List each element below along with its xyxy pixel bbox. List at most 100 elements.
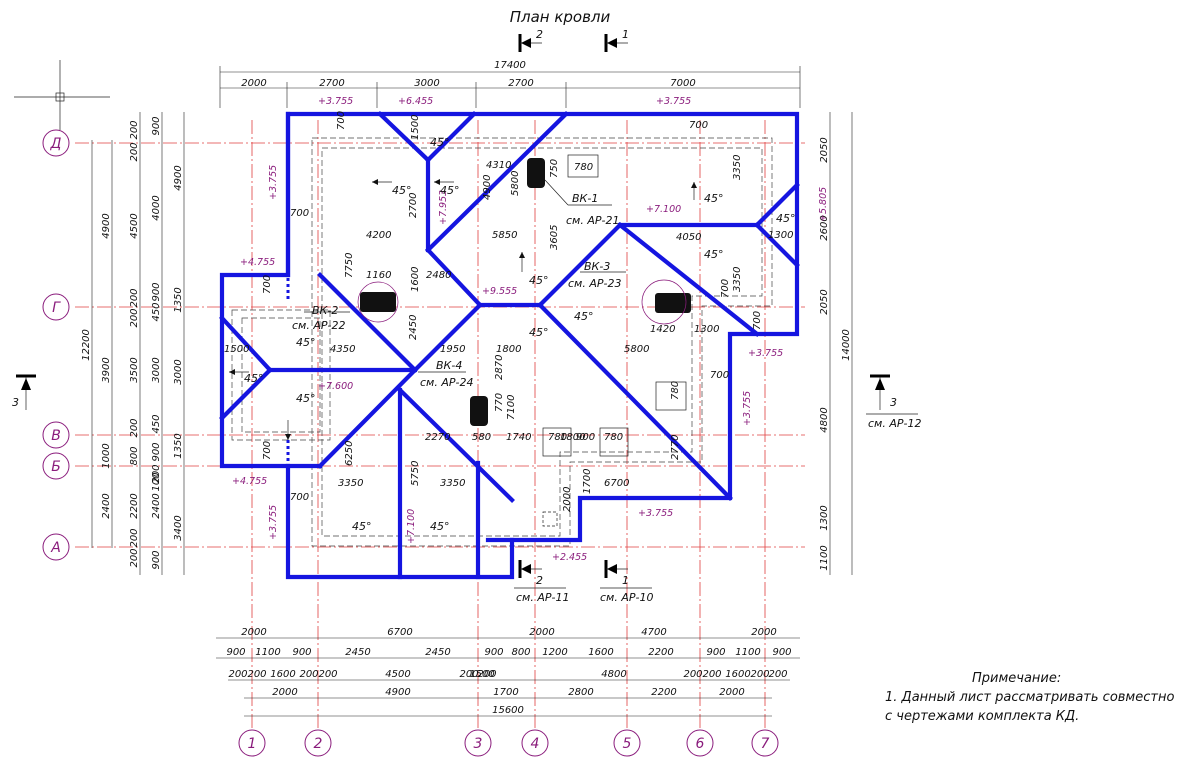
dim-left-c4-3: 3000	[151, 357, 162, 382]
dim-left-c3-5: 450	[151, 302, 162, 321]
dim-b2-9: 1600	[588, 647, 613, 658]
in-dim-31: 2870	[494, 355, 505, 380]
section-3-ref: см. АР-12	[868, 417, 921, 430]
angle-3: 45°	[440, 184, 460, 197]
dims-left: 12200 4900 3900 2400 1000 4500 3500 2200…	[81, 112, 185, 575]
dim-b3-14: 200	[768, 669, 787, 680]
axis-label-2: 2	[314, 736, 323, 752]
angle-2: 45°	[392, 184, 412, 197]
dim-left-c3-3: 200	[129, 288, 140, 307]
angle-7: 45°	[529, 274, 549, 287]
dim-b3-8: 200	[477, 669, 496, 680]
in-dim-3: 700	[689, 120, 708, 131]
in-dim-9: 700	[290, 208, 309, 219]
axis-label-1: 1	[248, 736, 257, 752]
dim-b4-1: 2000	[272, 687, 297, 698]
in-dim-20: 700	[262, 275, 273, 294]
dim-b3-1: 200	[228, 669, 247, 680]
in-dim-50: 700	[290, 492, 309, 503]
dim-b4-7: 2000	[719, 687, 744, 698]
dim-left-c5-5: 1000	[101, 443, 112, 468]
dim-b2-12: 1100	[735, 647, 760, 658]
axis-label-3: 3	[474, 736, 483, 752]
section-2-ref: см. АР-11	[516, 591, 569, 604]
in-dim-5: 750	[549, 159, 560, 178]
dim-left-c7-3: 900	[151, 550, 162, 569]
level-9: +9.555	[482, 286, 517, 297]
level-12: +3.755	[742, 391, 753, 426]
dim-left-c5-2: 450	[151, 414, 162, 433]
in-dim-47: 1700	[582, 469, 593, 494]
level-3: +3.755	[656, 96, 691, 107]
axis-label-4: 4	[531, 736, 540, 752]
angle-1: 45°	[430, 136, 450, 149]
level-marks: +3.755 +6.455 +3.755 +3.755 +7.953 +7.10…	[232, 96, 829, 563]
dim-b2-11: 900	[706, 647, 725, 658]
drawing-title: План кровли	[510, 8, 611, 26]
dim-b2-10: 2200	[648, 647, 673, 658]
dim-top-overall: 17400	[494, 60, 526, 71]
dim-right-5: 1300	[819, 505, 830, 530]
dim-right-1: 2050	[819, 137, 830, 162]
in-dim-52: 3350	[732, 267, 743, 292]
dim-b2-1: 900	[226, 647, 245, 658]
in-dim-54: 1800	[560, 432, 585, 443]
in-dim-46: 3350	[440, 478, 465, 489]
level-7: +5.805	[818, 187, 829, 222]
dim-left-c4-2: 3500	[129, 357, 140, 382]
in-dim-2: 1500	[410, 115, 421, 140]
roof-outline	[219, 111, 800, 580]
in-dim-22: 1420	[650, 324, 675, 335]
section-1-ref: см. АР-10	[600, 591, 653, 604]
funnel-3-name: ВК-3	[584, 260, 610, 273]
in-dim-23: 1300	[694, 324, 719, 335]
in-dim-45: 3350	[338, 478, 363, 489]
in-dim-28: 1800	[496, 344, 521, 355]
funnel-3-ref: см. АР-23	[568, 277, 621, 290]
dim-left-c4-4: 3000	[173, 359, 184, 384]
dim-b3-6: 4500	[385, 669, 410, 680]
in-dim-41: 780	[604, 432, 623, 443]
slope-angles: 45° 45° 45° 45° 45° 45° 45° 45° 45° 45° …	[244, 136, 796, 533]
in-dim-25: 1500	[224, 344, 249, 355]
in-dim-13: 3605	[549, 225, 560, 250]
dim-b3-4: 200	[299, 669, 318, 680]
angle-11: 45°	[244, 372, 264, 385]
dim-left-c6-2: 2200	[129, 493, 140, 518]
dim-left-c6-3: 2400	[151, 493, 162, 518]
level-8: +4.755	[240, 257, 275, 268]
dim-left-c3-1: 1350	[173, 287, 184, 312]
dim-b3-13: 200	[750, 669, 769, 680]
dim-top-2: 2700	[319, 78, 344, 89]
axis-label-b: Б	[51, 459, 61, 475]
in-dim-51: 700	[720, 279, 731, 298]
dim-left-c5-6: 200	[129, 418, 140, 437]
in-dim-37: 580	[472, 432, 491, 443]
section-3-left: 3	[12, 396, 19, 409]
angle-9: 45°	[529, 326, 549, 339]
dim-top-3: 3000	[414, 78, 439, 89]
dim-top-4: 2700	[508, 78, 533, 89]
level-10: +3.755	[748, 348, 783, 359]
axis-label-6: 6	[696, 736, 705, 752]
in-dim-21: 2450	[408, 315, 419, 340]
axis-label-g: Г	[52, 300, 61, 316]
in-dim-16: 7750	[344, 253, 355, 278]
dims-right: 2050 2600 2050 4800 1300 1100 14000	[819, 112, 853, 575]
angle-5: 45°	[776, 212, 796, 225]
in-dim-15: 1300	[768, 230, 793, 241]
dim-b3-9: 4800	[601, 669, 626, 680]
angle-12: 45°	[296, 392, 316, 405]
axis-label-a: А	[50, 540, 61, 556]
dim-left-c1-1: 900	[151, 116, 162, 135]
dim-left-c3-2: 900	[151, 282, 162, 301]
section-1-bottom: 1	[622, 574, 629, 587]
dim-b2-8: 1200	[542, 647, 567, 658]
dim-left-c2-2: 4500	[129, 213, 140, 238]
section-markers: 2 1 2 см. АР-11 1 см. АР-10 3 3 см. АР-1…	[12, 28, 921, 604]
level-1: +3.755	[318, 96, 353, 107]
dim-b3-3: 1600	[270, 669, 295, 680]
dim-left-c5-7: 800	[129, 446, 140, 465]
axis-label-7: 7	[761, 736, 770, 752]
